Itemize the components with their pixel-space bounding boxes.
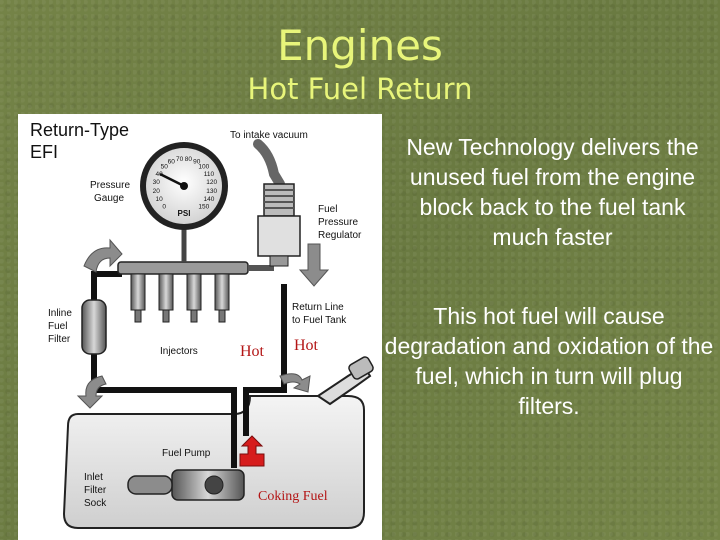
label-hot-1: Hot [240, 343, 265, 360]
diagram-heading-line2: EFI [30, 142, 58, 162]
label-pressure-gauge-1: Pressure [90, 180, 130, 191]
label-intake-vacuum: To intake vacuum [230, 130, 308, 141]
label-inline-filter-1: Inline [48, 308, 72, 319]
gauge-tick-label: 70 [176, 156, 184, 163]
gauge-tick-label: 90 [193, 159, 201, 166]
efi-diagram-illustration: Return-Type EFI 010 [30, 120, 374, 529]
label-fuel-regulator-3: Regulator [318, 230, 362, 241]
gauge-tick-label: 20 [153, 188, 161, 195]
gauge-needle [159, 172, 185, 188]
gauge-hub [180, 182, 188, 190]
bullet-hot-fuel-effects: This hot fuel will cause degradation and… [384, 303, 714, 419]
gauge-tick-label: 50 [161, 164, 169, 171]
bullet-new-technology: New Technology delivers the unused fuel … [406, 134, 699, 250]
fuel-lines [91, 271, 287, 468]
label-fuel-pump: Fuel Pump [162, 448, 211, 459]
gauge-tick-label: 140 [203, 196, 214, 203]
gauge-tick-label: 150 [198, 203, 209, 210]
fuel-pressure-regulator [253, 139, 301, 267]
label-hot-2: Hot [294, 337, 319, 354]
fuel-rail [117, 261, 249, 275]
gauge-tick-label: 60 [168, 159, 176, 166]
injectors [130, 273, 230, 323]
slide-subtitle: Hot Fuel Return [247, 72, 473, 106]
label-inline-filter-3: Filter [48, 334, 71, 345]
fuel-pump [127, 460, 245, 501]
inline-fuel-filter [81, 299, 107, 355]
label-inlet-filter-1: Inlet [84, 472, 103, 483]
gauge-tick-label: 130 [206, 188, 217, 195]
label-fuel-regulator-1: Fuel [318, 204, 337, 215]
label-coking-fuel: Coking Fuel [258, 489, 328, 504]
gauge-tick-label: 0 [162, 203, 166, 210]
gauge-tick-label: 40 [155, 171, 163, 178]
fuel-tank [62, 395, 365, 529]
gauge-tick-label: 10 [155, 196, 163, 203]
label-fuel-regulator-2: Pressure [318, 217, 358, 228]
label-inlet-filter-3: Sock [84, 498, 107, 509]
label-inline-filter-2: Fuel [48, 321, 67, 332]
diagram-heading-line1: Return-Type [30, 120, 129, 140]
label-return-line-2: to Fuel Tank [292, 315, 347, 326]
flow-arrows [76, 238, 330, 409]
filler-cap [348, 356, 374, 380]
gauge-tick-label: 120 [206, 179, 217, 186]
gauge-unit: PSI [178, 209, 191, 218]
hot-fuel-marker [239, 435, 265, 467]
label-injectors: Injectors [160, 346, 198, 357]
gauge-tick-label: 100 [198, 164, 209, 171]
gauge-tick-label: 80 [185, 156, 193, 163]
slide-title: Engines [277, 21, 443, 70]
gauge-tick-label: 30 [153, 179, 161, 186]
label-pressure-gauge-2: Gauge [94, 193, 124, 204]
label-return-line-1: Return Line [292, 302, 344, 313]
gauge-tick-label: 110 [204, 171, 215, 178]
label-inlet-filter-2: Filter [84, 485, 107, 496]
